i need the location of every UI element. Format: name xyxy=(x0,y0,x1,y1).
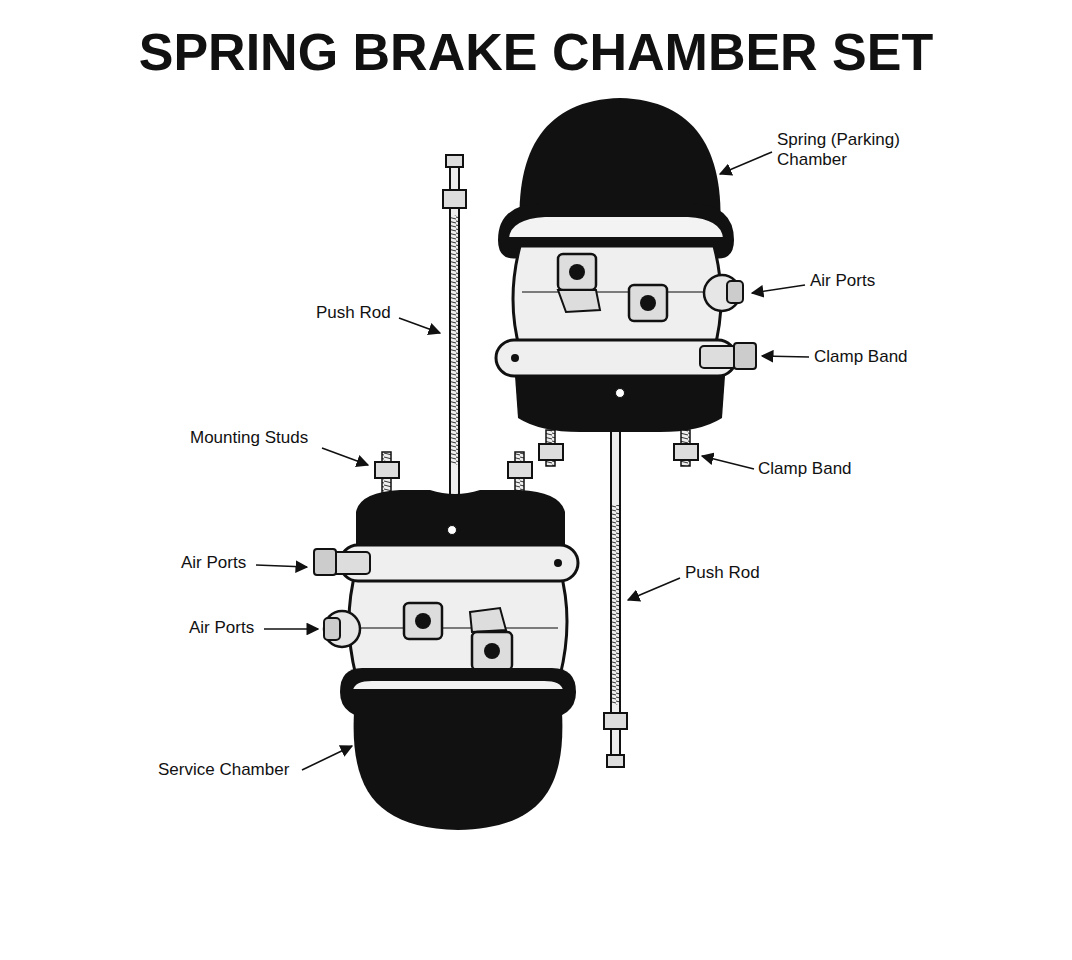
part-label: Spring (Parking) Chamber xyxy=(777,130,912,170)
part-label: Air Ports xyxy=(810,271,875,291)
part-label: Push Rod xyxy=(685,563,760,583)
part-label: Clamp Band xyxy=(814,347,908,367)
part-label: Clamp Band xyxy=(758,459,852,479)
part-label: Service Chamber xyxy=(158,760,289,780)
diagram-title: SPRING BRAKE CHAMBER SET xyxy=(0,22,1072,82)
part-label: Push Rod xyxy=(316,303,391,323)
leader-lines xyxy=(256,152,809,770)
part-label: Air Ports xyxy=(181,553,246,573)
part-label: Air Ports xyxy=(189,618,254,638)
part-label: Mounting Studs xyxy=(190,428,308,448)
lower-chamber xyxy=(314,155,578,830)
